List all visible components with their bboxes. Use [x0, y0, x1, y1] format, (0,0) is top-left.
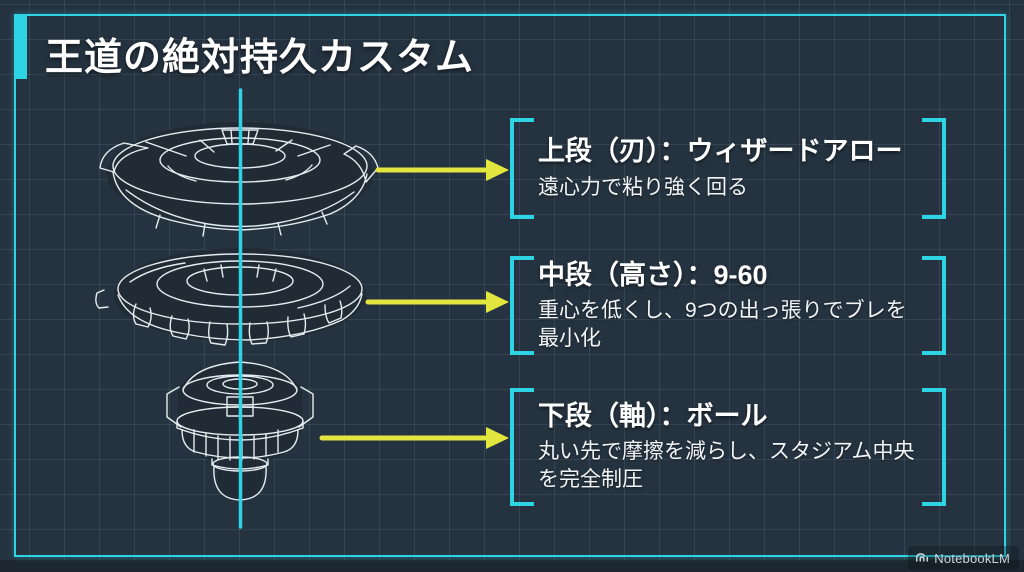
- middle-height-ring-wireframe: [95, 248, 366, 346]
- callout-description: 重心を低くし、9つの出っ張りでブレを最小化: [538, 298, 907, 350]
- callout-heading: 中段（高さ）：9-60: [538, 259, 768, 290]
- notebooklm-logo-icon: [916, 553, 929, 562]
- bottom-letterbox-strip: [0, 560, 1024, 572]
- callout-top-blade: 上段（刃）：ウィザードアロー 遠心力で粘り強く回る: [510, 118, 946, 219]
- right-bracket-icon: [922, 118, 946, 219]
- callout-arrows: [319, 159, 509, 449]
- watermark-label: NotebookLM: [934, 550, 1010, 566]
- right-bracket-icon: [922, 256, 946, 355]
- callout-middle-ring: 中段（高さ）：9-60 重心を低くし、9つの出っ張りでブレを最小化: [510, 256, 946, 355]
- arrow-bottom-icon: [319, 427, 509, 449]
- arrow-middle-icon: [365, 291, 509, 313]
- notebooklm-watermark: NotebookLM: [908, 546, 1019, 570]
- left-bracket-icon: [510, 256, 534, 355]
- callout-description: 遠心力で粘り強く回る: [538, 175, 748, 199]
- page-title: 王道の絶対持久カスタム: [45, 37, 475, 79]
- left-bracket-icon: [510, 118, 534, 219]
- callout-heading: 上段（刃）：ウィザードアロー: [538, 136, 903, 167]
- title-accent-bar: [14, 16, 27, 79]
- right-bracket-icon: [922, 388, 946, 506]
- slide-frame-border: [14, 14, 1006, 557]
- callout-description: 丸い先で摩擦を減らし、スタジアム中央を完全制圧: [538, 440, 915, 492]
- callout-bottom-axis: 下段（軸）：ボール 丸い先で摩擦を減らし、スタジアム中央を完全制圧: [510, 388, 946, 506]
- left-bracket-icon: [510, 388, 534, 506]
- callout-heading: 下段（軸）：ボール: [538, 401, 768, 432]
- arrow-top-icon: [375, 159, 509, 181]
